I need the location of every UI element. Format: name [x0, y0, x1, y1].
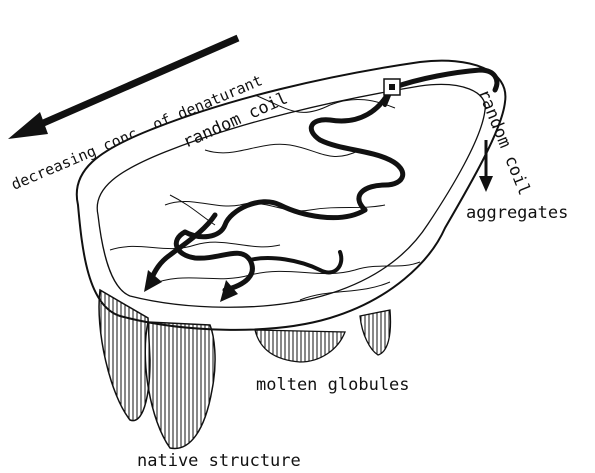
funnel-rim: [77, 61, 506, 330]
square-marker-icon: [384, 79, 400, 95]
aggregates-label: aggregates: [466, 203, 568, 223]
molten-globules-label: molten globules: [256, 375, 410, 395]
native-structure-label: native structure: [137, 451, 301, 468]
